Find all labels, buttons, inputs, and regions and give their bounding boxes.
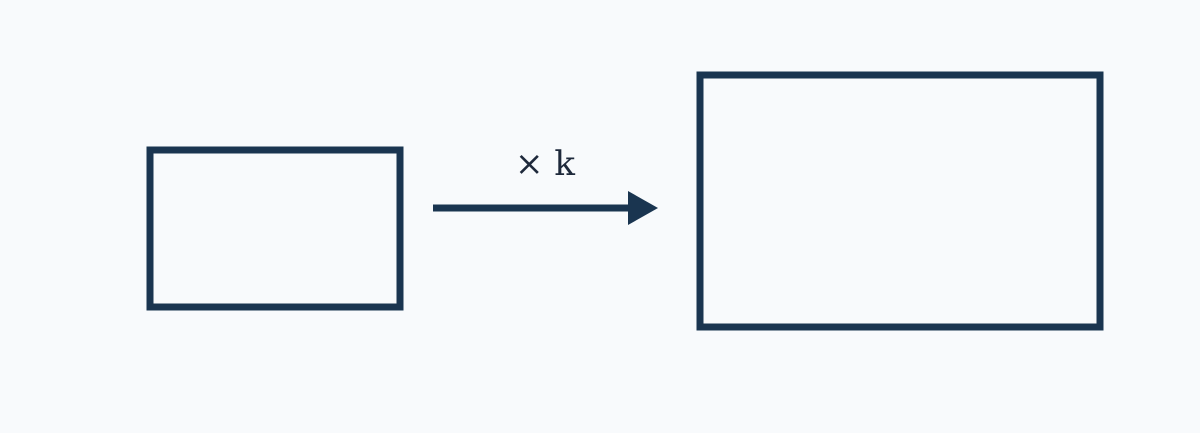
arrow-head [628,191,658,225]
scale-factor-label: × k [515,144,575,184]
scaled-rectangle [696,71,1104,331]
original-rectangle [146,146,404,311]
